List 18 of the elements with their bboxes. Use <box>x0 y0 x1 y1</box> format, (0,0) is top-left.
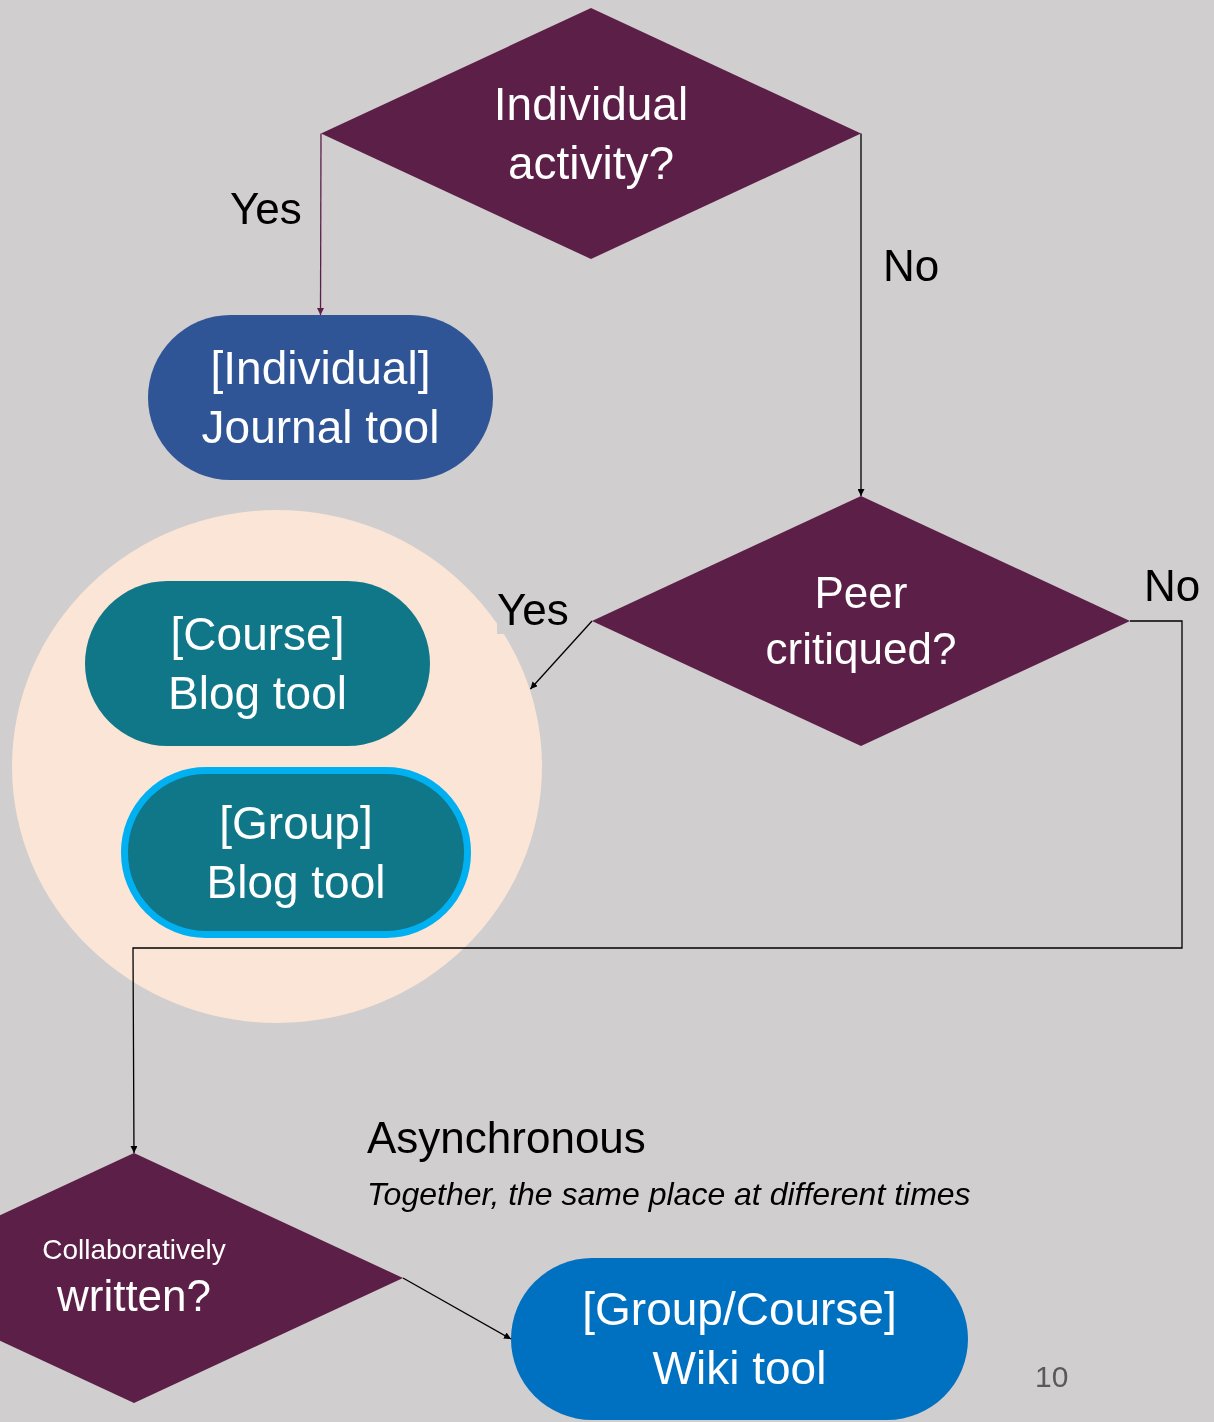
arrow <box>529 620 593 690</box>
node-text: [Course] Blog tool <box>167 606 348 721</box>
decision-diamond <box>592 496 1130 746</box>
node-text: [Individual] Journal tool <box>200 340 441 455</box>
note-text: Asynchronous <box>367 1113 646 1163</box>
node-text: [Group/Course] Wiki tool <box>581 1282 898 1396</box>
node-text: Collaboratively <box>42 1232 226 1267</box>
arrow <box>130 620 1183 1154</box>
page-number: 10 <box>1035 1360 1069 1394</box>
node-text: Individual activity? <box>492 76 690 191</box>
node-text: written? <box>56 1269 212 1322</box>
node-text: Peer critiqued? <box>764 566 958 675</box>
note-text: Together, the same place at different times <box>367 1176 971 1213</box>
arrow <box>402 1277 512 1340</box>
arrow <box>857 132 865 497</box>
arrow <box>317 132 324 316</box>
node-text: [Group] Blog tool <box>205 795 387 910</box>
decision-diamond <box>321 8 861 259</box>
